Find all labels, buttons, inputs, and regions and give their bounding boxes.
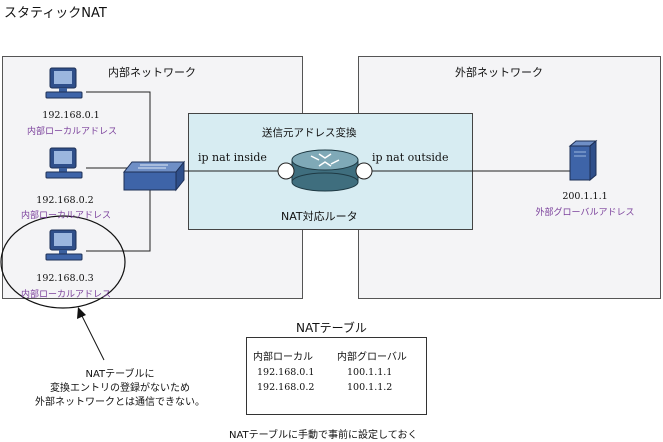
host1-ip: 192.168.0.1 <box>42 110 100 121</box>
nat-table-caption: NATテーブルに手動で事前に設定しておく <box>229 430 418 441</box>
blocked-host-highlight <box>0 215 126 309</box>
blocked-note-line: 外部ネットワークとは通信できない。 <box>35 397 205 408</box>
outside-network-label: 外部ネットワーク <box>455 66 543 79</box>
nat-table-cell: 100.1.1.1 <box>347 367 393 378</box>
blocked-note: NATテーブルに 変換エントリの登録がないため 外部ネットワークとは通信できない… <box>30 368 210 410</box>
host2-address-type: 内部ローカルアドレス <box>20 211 111 221</box>
server-ip: 200.1.1.1 <box>562 191 608 202</box>
page-title: スタティックNAT <box>4 6 107 21</box>
router-label: NAT対応ルータ <box>281 210 358 223</box>
server-address-type: 外部グローバルアドレス <box>535 208 635 218</box>
blocked-note-line: NATテーブルに <box>85 369 155 380</box>
host1-address-type: 内部ローカルアドレス <box>26 127 117 137</box>
host3-ip: 192.168.0.3 <box>36 273 94 284</box>
blocked-note-line: 変換エントリの登録がないため <box>50 383 190 394</box>
router-function-title: 送信元アドレス変換 <box>262 127 357 139</box>
outside-interface-label: ip nat outside <box>372 151 449 164</box>
nat-table-cell: 100.1.1.2 <box>347 382 393 393</box>
note-arrow <box>77 307 105 361</box>
inside-network-label: 内部ネットワーク <box>108 66 196 79</box>
nat-table-header-local: 内部ローカル <box>253 352 313 363</box>
pc-icon <box>45 229 83 261</box>
nat-table-cell: 192.168.0.1 <box>257 367 315 378</box>
switch-icon <box>122 160 186 192</box>
inside-interface-label: ip nat inside <box>198 151 267 164</box>
pc-icon <box>45 67 83 99</box>
nat-table-title: NATテーブル <box>296 321 367 335</box>
outside-interface-marker <box>355 162 373 180</box>
host3-address-type: 内部ローカルアドレス <box>20 290 111 300</box>
nat-table-header-global: 内部グローバル <box>337 352 407 363</box>
inside-interface-marker <box>277 162 295 180</box>
pc-icon <box>45 147 83 179</box>
router-icon <box>291 149 359 192</box>
nat-table: 内部ローカル 内部グローバル 192.168.0.1 100.1.1.1 192… <box>246 337 427 415</box>
nat-table-cell: 192.168.0.2 <box>257 382 315 393</box>
server-icon <box>568 139 598 182</box>
host2-ip: 192.168.0.2 <box>36 195 94 206</box>
